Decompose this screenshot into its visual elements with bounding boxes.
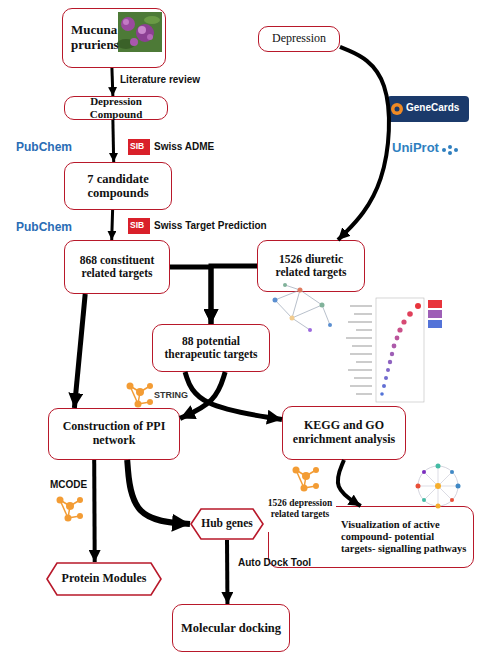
sib-logo (128, 139, 150, 155)
step-label: Literature review (120, 74, 200, 85)
target-box: 1526 diuretic related targets (257, 240, 365, 292)
flow-arrow (110, 210, 114, 240)
dot-plot (346, 298, 442, 402)
node-text: Mucuna pruriens (71, 23, 115, 53)
uniprot-dots (442, 145, 458, 155)
tool-label: MCODE (50, 479, 87, 490)
node-text: Protein Modules (58, 572, 150, 586)
hexagon-shape (191, 509, 263, 539)
node-text: 7 candidate compounds (71, 172, 165, 201)
string-icon (57, 497, 84, 522)
disease-box: Depression (258, 26, 340, 52)
node-text: Hub genes (200, 517, 254, 530)
node-text: 868 constituent related targets (69, 254, 165, 280)
flow-arrow (74, 294, 85, 408)
flow-arrow (110, 68, 114, 96)
string-icon (293, 467, 320, 492)
tool-label: Swiss Target Prediction (154, 220, 267, 231)
flow-arrow (338, 47, 389, 240)
network-graphic (273, 283, 333, 332)
logo-text: PubChem (16, 140, 72, 154)
node-text: 88 potential therapeutic targets (158, 335, 264, 361)
string-icon (127, 383, 154, 408)
node-text: KEGG and GO enrichment analysis (289, 419, 399, 447)
hexagon-shape (47, 563, 161, 595)
tool-label: Auto Dock Tool (238, 557, 311, 568)
overlay-note: 1526 depression related targets (264, 496, 336, 532)
node-text: Depression Compound (68, 95, 164, 120)
flow-arrow (111, 120, 115, 162)
flow-arrow (211, 266, 257, 324)
node-text: Molecular docking (179, 621, 283, 635)
node-text: Visualization of active compound- potent… (341, 519, 467, 555)
process-box: KEGG and GO enrichment analysis (282, 406, 406, 460)
flow-arrow (170, 267, 211, 324)
process-box: Molecular docking (172, 604, 290, 652)
target-box: 88 potential therapeutic targets (152, 324, 270, 372)
node-text: Construction of PPI network (57, 420, 171, 448)
flow-arrow (92, 460, 97, 562)
logo-text: STRING (154, 390, 188, 400)
node-text: Depression (263, 32, 335, 46)
circular-network (416, 464, 461, 509)
flow-arrow (338, 460, 361, 506)
flower-photo (117, 12, 162, 52)
node-text: 1526 diuretic related targets (263, 253, 359, 279)
process-box: 7 candidate compounds (64, 162, 172, 210)
genecards-logo (387, 96, 469, 122)
flow-arrow (225, 540, 229, 604)
hexagon-box: Hub genes (190, 508, 264, 540)
flow-arrow (185, 372, 282, 420)
logo-text: SIB (130, 141, 144, 151)
tool-label: Swiss ADME (154, 141, 214, 152)
flow-arrow (127, 460, 190, 524)
hexagon-box: Protein Modules (46, 562, 162, 596)
logo-text: SIB (130, 220, 144, 230)
logo-text: PubChem (16, 220, 72, 234)
target-box: 868 constituent related targets (64, 240, 170, 294)
process-box: Depression Compound (64, 96, 168, 120)
logo-text: GeneCards (406, 102, 459, 113)
process-box: Construction of PPI network (48, 408, 180, 460)
sib-logo (128, 218, 150, 234)
logo-text: UniProt (392, 140, 439, 155)
